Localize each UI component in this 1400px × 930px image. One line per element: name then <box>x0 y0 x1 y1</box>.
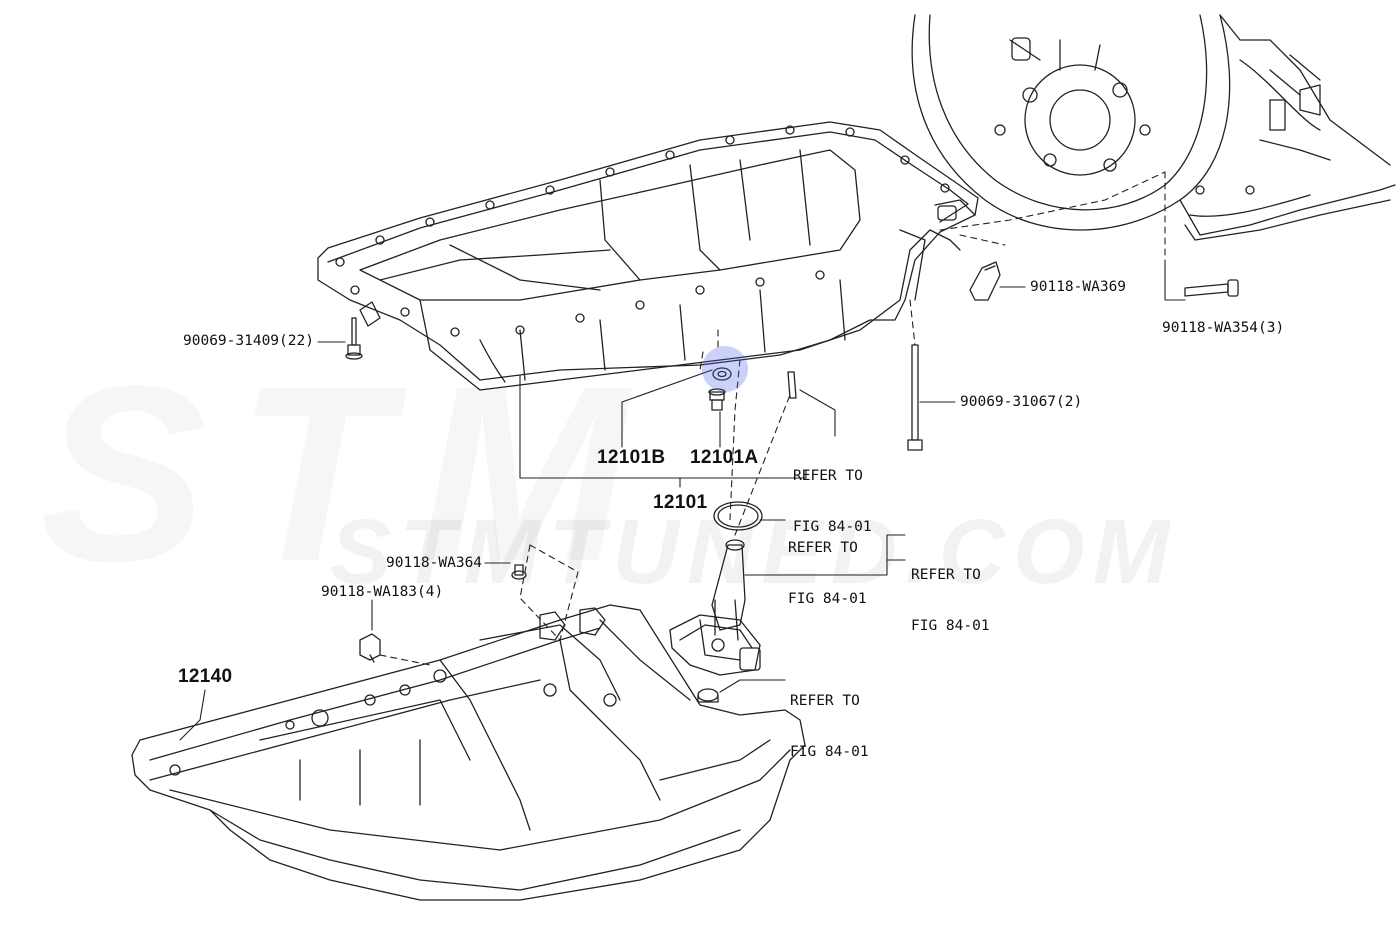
strainer-nut <box>697 688 719 703</box>
bolt-90118-WA364 <box>511 564 527 580</box>
label-12101A[interactable]: 12101A <box>690 447 759 468</box>
assembly-lines <box>379 171 1166 666</box>
refer-nut-line1: REFER TO <box>790 693 860 709</box>
label-90118-WA364[interactable]: 90118-WA364 <box>386 555 483 571</box>
label-90118-WA369[interactable]: 90118-WA369 <box>1030 279 1127 295</box>
upper-oil-pan <box>317 121 979 391</box>
oil-strainer <box>669 539 761 676</box>
transmission-housing <box>911 14 1396 241</box>
refer-strainer-note[interactable]: REFER TO FIG 84-01 <box>911 533 990 669</box>
refer-strainer-line2: FIG 84-01 <box>911 618 990 634</box>
refer-drain-line1: REFER TO <box>793 468 863 484</box>
bolt-90069-31409 <box>345 317 363 360</box>
leader-lines <box>179 259 1186 741</box>
dowel-pin <box>787 371 797 399</box>
lower-oil-pan <box>131 604 806 901</box>
refer-nut-line2: FIG 84-01 <box>790 744 869 760</box>
label-12101B[interactable]: 12101B <box>597 447 666 468</box>
refer-drain-note[interactable]: REFER TO FIG 84-01 <box>793 434 872 570</box>
drain-plug <box>708 388 726 411</box>
refer-oring-note[interactable]: REFER TO FIG 84-01 <box>788 506 867 642</box>
refer-strainer-line1: REFER TO <box>911 567 981 583</box>
label-90118-WA354[interactable]: 90118-WA354(3) <box>1162 320 1285 336</box>
refer-oring-line1: REFER TO <box>788 540 858 556</box>
refer-drain-line2: FIG 84-01 <box>793 519 872 535</box>
label-90069-31067[interactable]: 90069-31067(2) <box>960 394 1083 410</box>
label-12101[interactable]: 12101 <box>653 492 708 513</box>
bolt-90118-WA183 <box>359 633 381 663</box>
selection-highlight[interactable] <box>702 346 748 392</box>
bolt-90118-WA354 <box>1184 279 1239 297</box>
label-90118-WA183[interactable]: 90118-WA183(4) <box>321 584 444 600</box>
bolt-90069-31067 <box>907 344 923 451</box>
label-90069-31409[interactable]: 90069-31409(22) <box>183 333 314 349</box>
o-ring <box>713 501 763 531</box>
refer-nut-note[interactable]: REFER TO FIG 84-01 <box>790 659 869 795</box>
bolt-90118-WA369 <box>969 261 1001 301</box>
drain-gasket <box>712 367 732 381</box>
refer-oring-line2: FIG 84-01 <box>788 591 867 607</box>
label-12140[interactable]: 12140 <box>178 666 233 687</box>
watermark-text: STMTUNED.COM <box>330 501 1178 603</box>
